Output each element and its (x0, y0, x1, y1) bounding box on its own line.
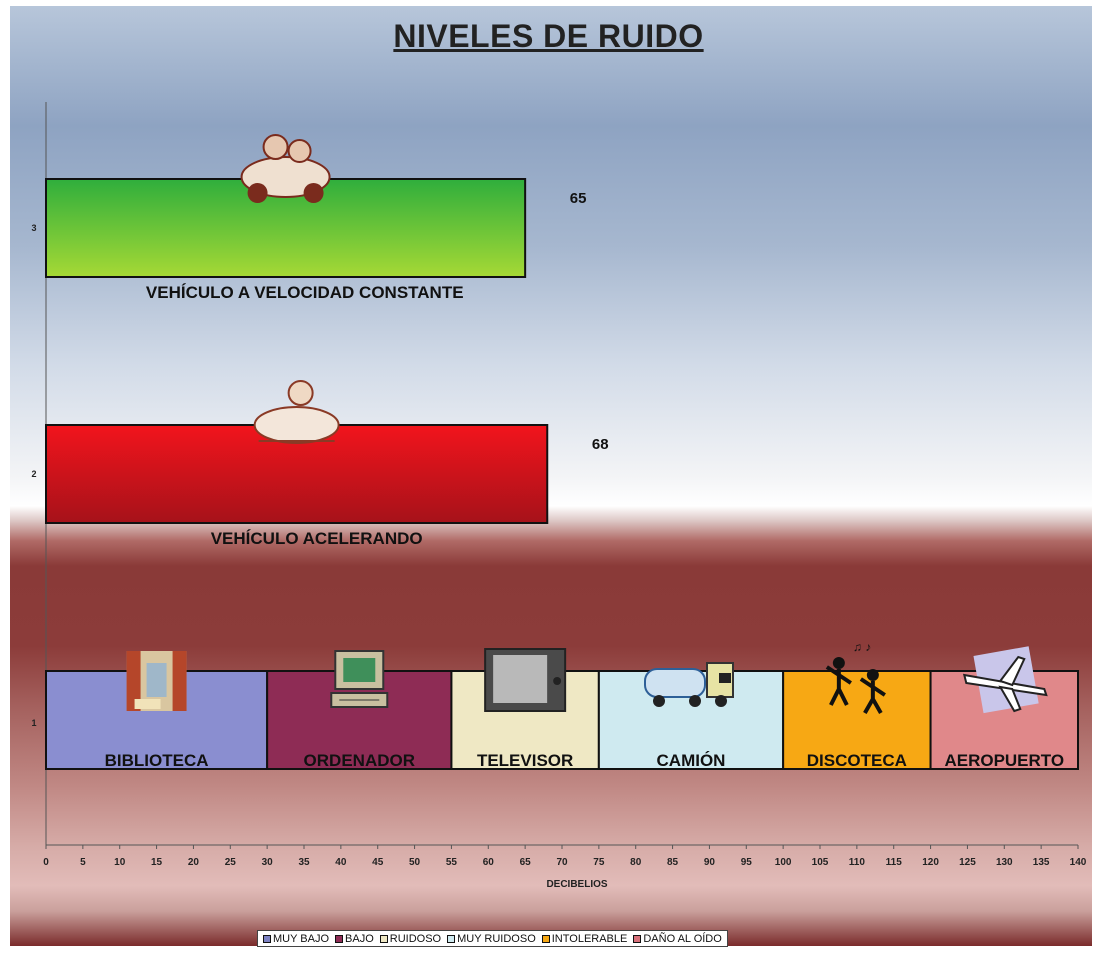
legend-item: BAJO (335, 933, 374, 945)
x-tick-label: 110 (849, 857, 866, 868)
x-tick-label: 20 (188, 857, 200, 868)
x-tick-label: 90 (704, 857, 716, 868)
legend-swatch (335, 934, 344, 943)
legend-label: MUY BAJO (273, 932, 330, 945)
svg-text:♫ ♪: ♫ ♪ (853, 640, 871, 654)
library-icon (126, 651, 187, 711)
x-tick-label: 55 (446, 857, 458, 868)
x-tick-label: 100 (775, 857, 792, 868)
x-tick-label: 0 (43, 857, 49, 868)
x-tick-label: 35 (298, 857, 310, 868)
y-tick-label: 3 (31, 223, 36, 233)
legend-swatch (633, 934, 642, 943)
bar-segment-label: BIBLIOTECA (105, 751, 209, 770)
bar-segment-label: ORDENADOR (304, 751, 415, 770)
x-tick-label: 135 (1033, 857, 1050, 868)
legend-swatch (447, 934, 456, 943)
speeding-car-icon (253, 380, 340, 444)
legend-item: MUY RUIDOSO (447, 933, 536, 945)
legend-label: MUY RUIDOSO (457, 932, 536, 945)
x-tick-label: 25 (225, 857, 237, 868)
x-tick-label: 80 (630, 857, 642, 868)
x-tick-label: 65 (520, 857, 532, 868)
x-tick-label: 45 (372, 857, 384, 868)
bar-segment-label: AEROPUERTO (944, 751, 1064, 770)
legend: MUY BAJO BAJO RUIDOSO MUY RUIDOSO INTOLERABL… (257, 930, 728, 947)
chart-title: NIVELES DE RUIDO (393, 18, 704, 54)
x-tick-label: 105 (812, 857, 829, 868)
x-tick-label: 10 (114, 857, 126, 868)
x-tick-label: 85 (667, 857, 679, 868)
bar-value-label: 65 (570, 190, 587, 207)
y-tick-label: 2 (31, 469, 36, 479)
x-tick-label: 50 (409, 857, 421, 868)
legend-label: DAÑO AL OÍDO (643, 932, 722, 945)
bar-segment-label: TELEVISOR (477, 751, 573, 770)
legend-label: INTOLERABLE (551, 932, 628, 945)
bar-label: VEHÍCULO ACELERANDO (211, 529, 423, 548)
legend-item: DAÑO AL OÍDO (633, 932, 722, 945)
legend-swatch (263, 934, 271, 943)
x-tick-label: 5 (80, 857, 86, 868)
bar-label: VEHÍCULO A VELOCIDAD CONSTANTE (146, 283, 464, 302)
y-tick-label: 1 (31, 718, 36, 728)
x-tick-label: 95 (741, 857, 753, 868)
bar-segment-label: CAMIÓN (657, 751, 726, 770)
x-tick-label: 30 (262, 857, 274, 868)
legend-swatch (541, 934, 550, 943)
truck-icon (644, 662, 734, 707)
x-tick-label: 140 (1070, 857, 1087, 868)
x-tick-label: 40 (335, 857, 347, 868)
bar-value-label: 68 (592, 436, 609, 453)
x-axis-title: DECIBELIOS (546, 879, 607, 890)
legend-label: RUIDOSO (389, 932, 442, 945)
legend-item: MUY BAJO (263, 933, 329, 945)
x-tick-label: 60 (483, 857, 495, 868)
x-tick-label: 70 (556, 857, 568, 868)
television-icon (484, 648, 567, 712)
airplane-icon (962, 646, 1048, 714)
legend-item: INTOLERABLE (541, 932, 628, 945)
legend-swatch (379, 934, 388, 943)
dancers-icon: ♫ ♪ (825, 640, 886, 714)
x-tick-label: 15 (151, 857, 163, 868)
bar-segment-label: DISCOTECA (807, 751, 907, 770)
x-tick-label: 115 (886, 857, 903, 868)
legend-label: BAJO (345, 932, 374, 945)
x-tick-label: 75 (593, 857, 605, 868)
x-tick-label: 125 (959, 857, 976, 868)
x-tick-label: 130 (996, 857, 1013, 868)
car-with-mice-icon (240, 134, 331, 203)
computer-icon (330, 650, 389, 708)
x-tick-label: 120 (922, 857, 939, 868)
legend-item: RUIDOSO (379, 932, 442, 945)
